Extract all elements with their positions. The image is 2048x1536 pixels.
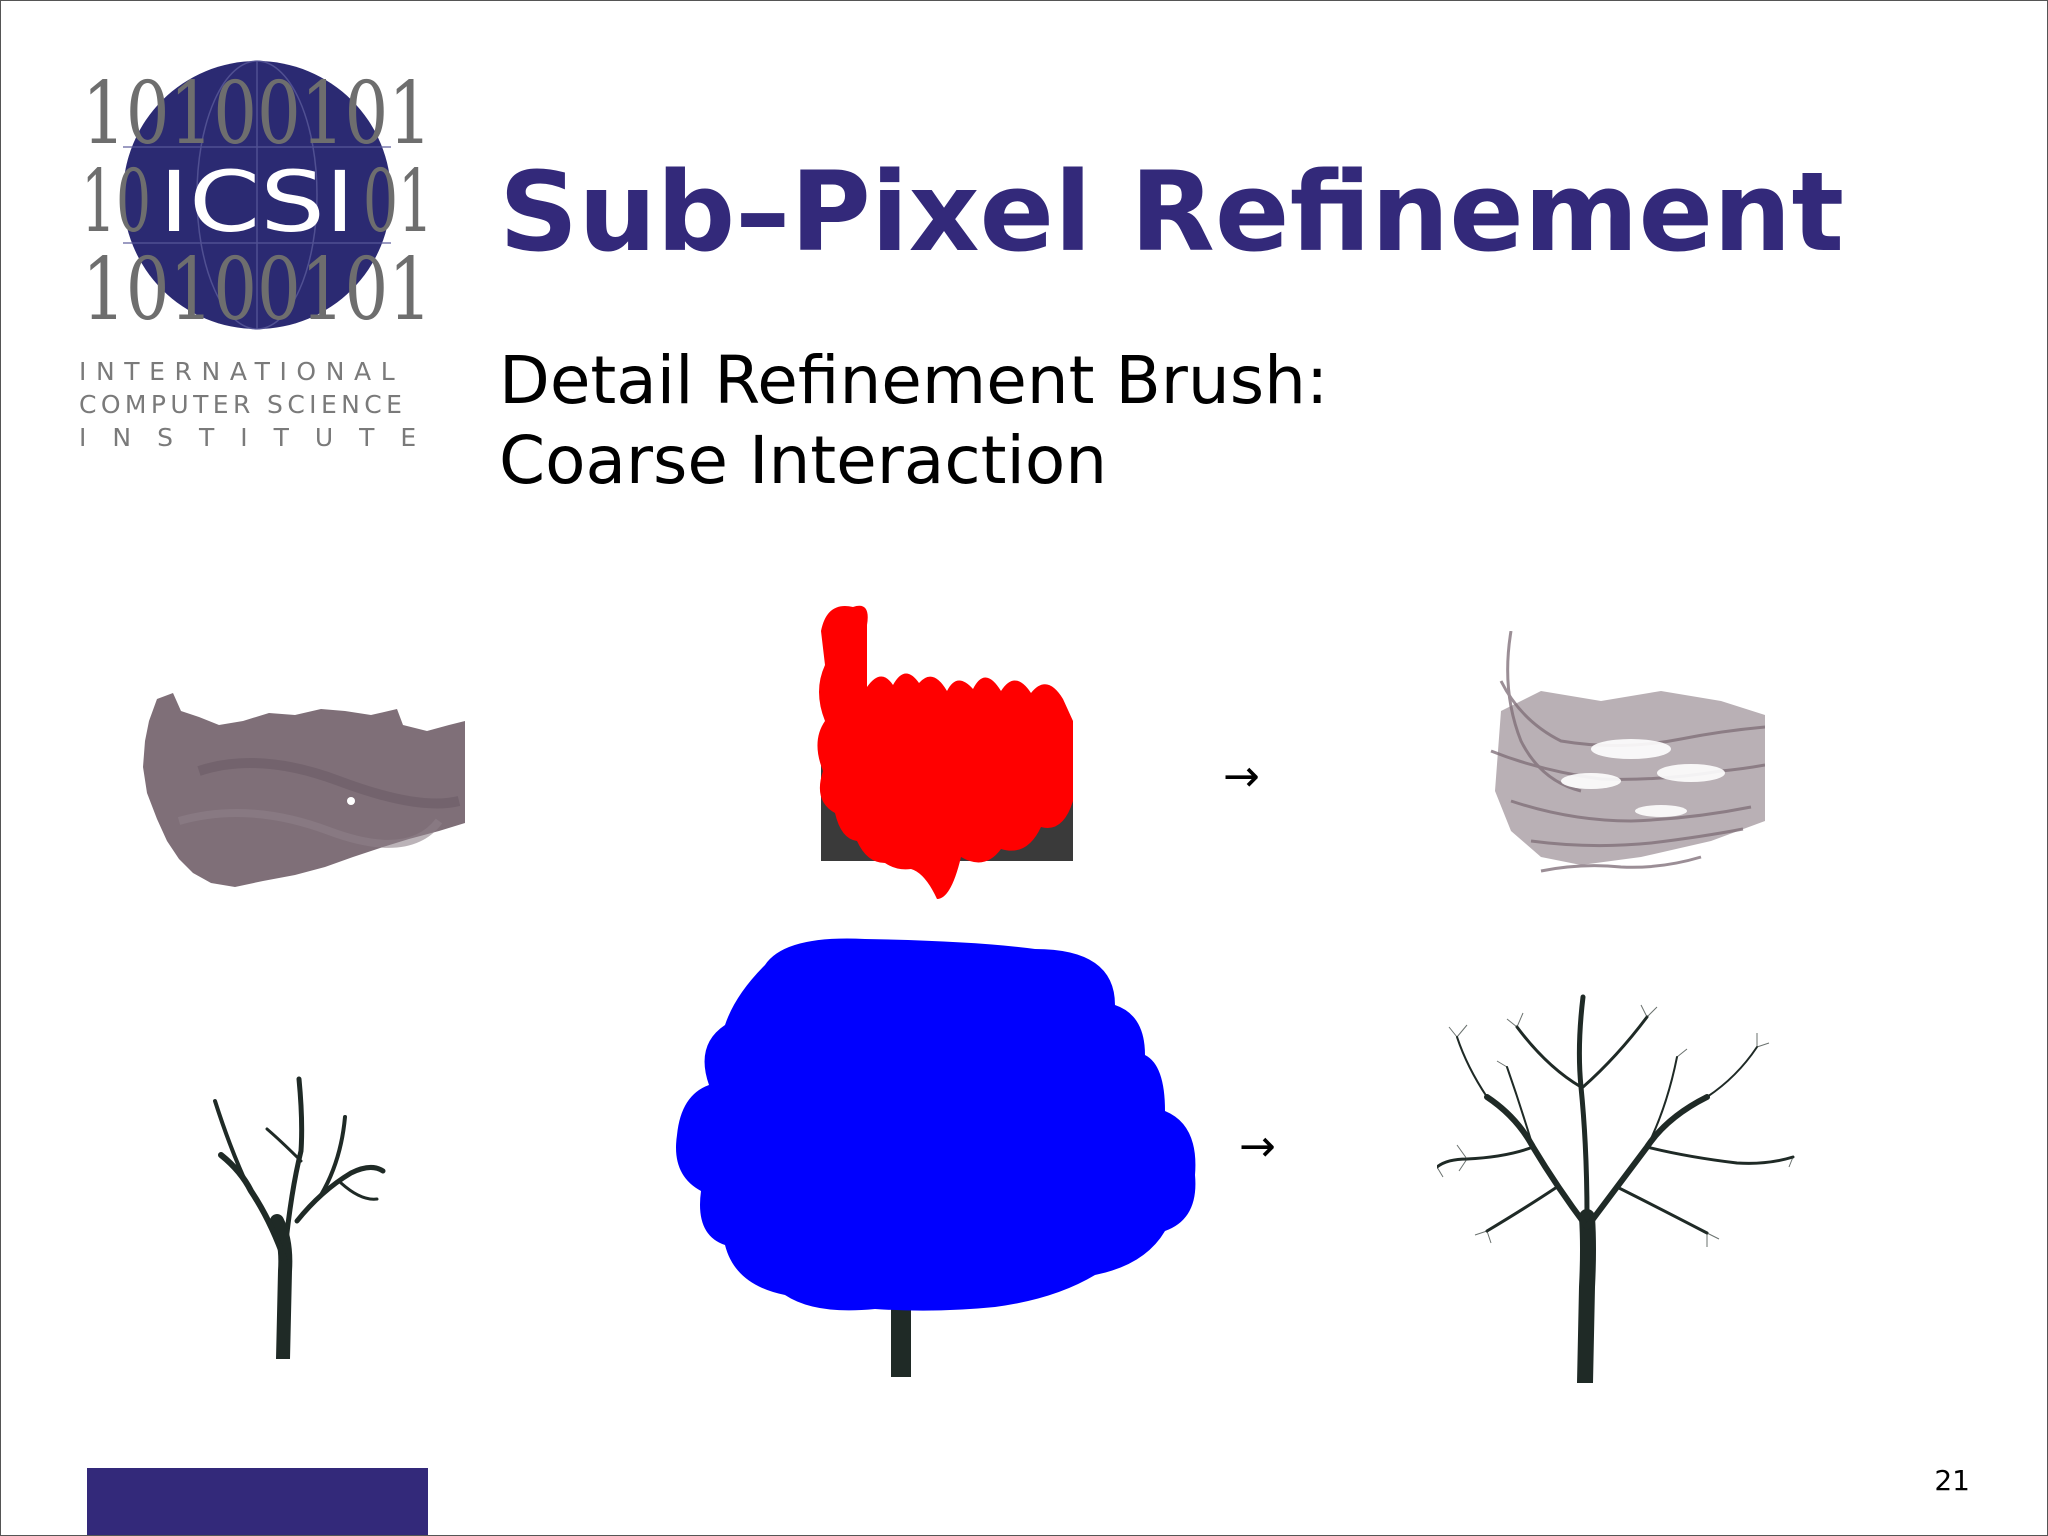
logo-binary-bottom: 10100101 [82, 240, 432, 340]
fur-input-matte-image [143, 693, 465, 887]
logo-caption-line2: COMPUTER SCIENCE [79, 390, 407, 419]
logo-caption-line1: INTERNATIONAL [79, 357, 405, 386]
page-number: 21 [1934, 1464, 1970, 1497]
logo-caption: INTERNATIONAL COMPUTER SCIENCE INSTITUTE [79, 355, 435, 454]
fur-refined-matte-image [1490, 631, 1765, 873]
icsi-logo: 10100101 10 ICSI 01 10100101 INTERNATION… [79, 57, 435, 457]
logo-caption-line3: INSTITUTE [79, 423, 443, 452]
logo-binary-middle-left: 10 [81, 152, 151, 252]
logo-icsi-text: ICSI [159, 153, 355, 251]
arrow-bottom: → [1239, 1121, 1276, 1172]
logo-binary-top: 10100101 [82, 64, 432, 164]
tree-refined-output-image [1437, 994, 1795, 1383]
icsi-logo-emblem: 10100101 10 ICSI 01 10100101 [81, 60, 433, 340]
footer-accent-bar [87, 1468, 428, 1535]
red-brush-stroke-image [817, 605, 1073, 899]
arrow-top: → [1223, 751, 1260, 802]
subtitle-line2: Coarse Interaction [499, 422, 1108, 499]
slide-title: Sub–Pixel Refinement [499, 148, 1845, 276]
blue-brush-stroke-image [676, 938, 1196, 1377]
logo-binary-middle-right: 01 [363, 152, 433, 252]
tree-input-image [213, 1076, 386, 1359]
slide-subtitle: Detail Refinement Brush: Coarse Interact… [499, 341, 1328, 501]
subtitle-line1: Detail Refinement Brush: [499, 342, 1329, 419]
